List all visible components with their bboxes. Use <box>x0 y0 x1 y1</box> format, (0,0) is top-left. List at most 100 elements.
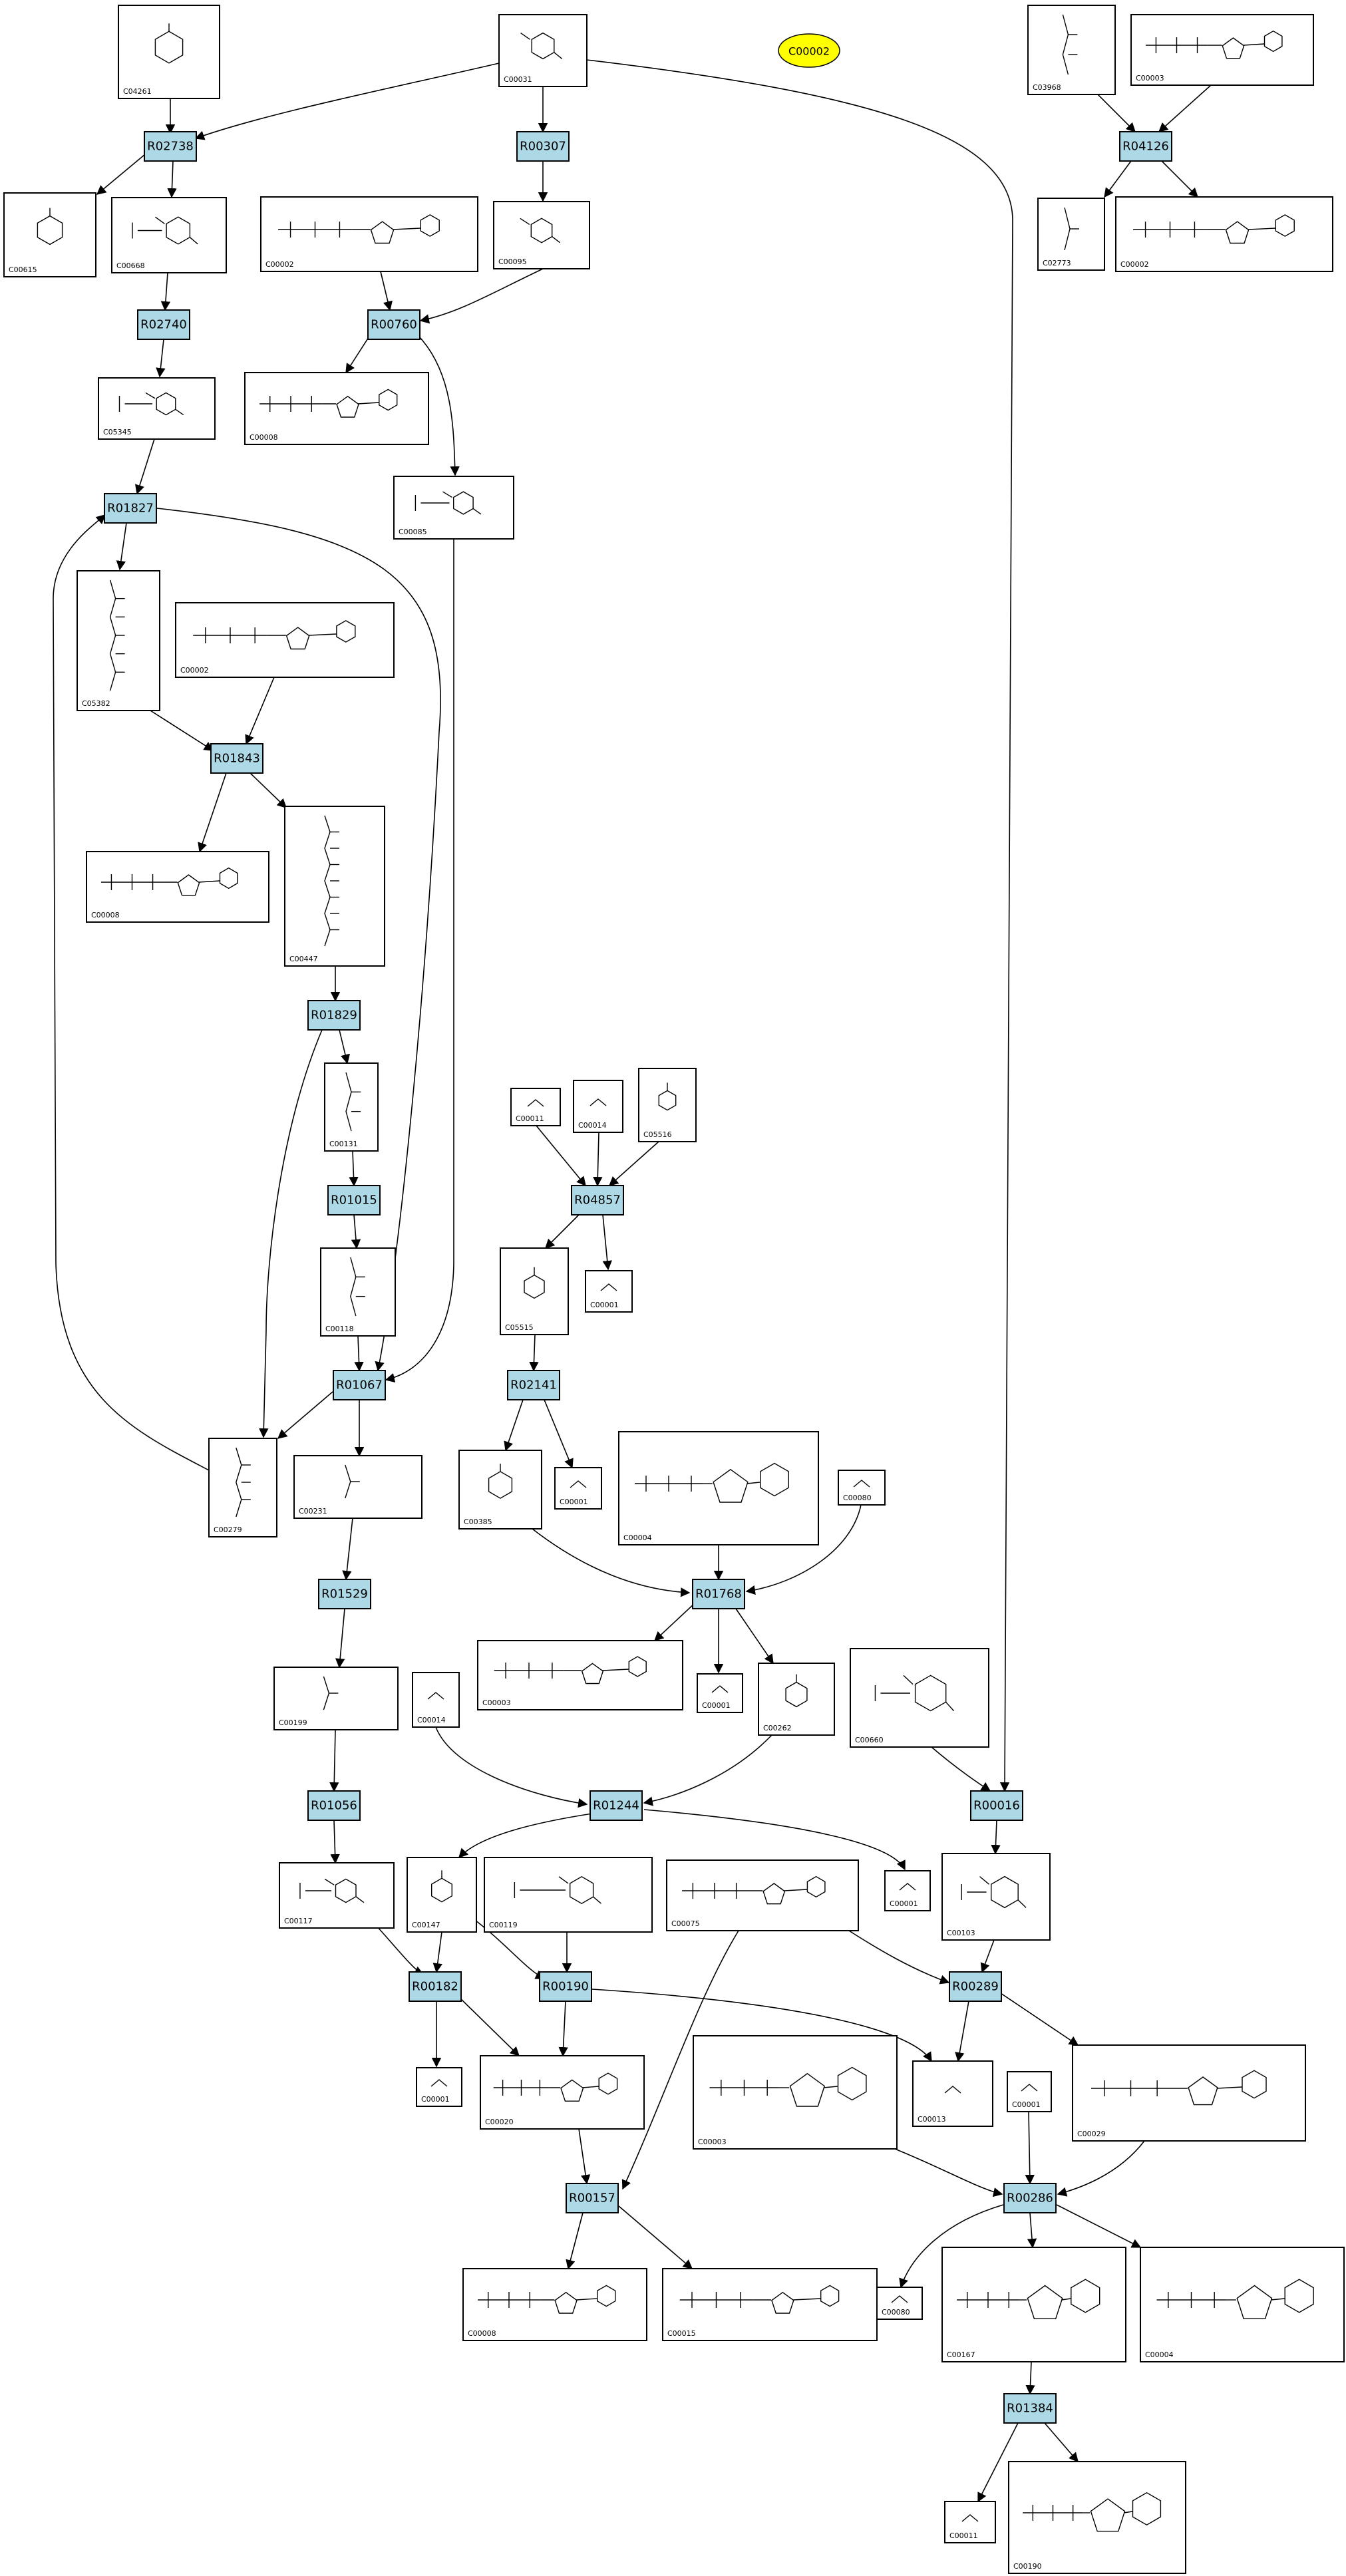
reaction-r01843[interactable]: R01843 <box>210 743 263 774</box>
compound-c00002[interactable]: C00002 <box>1115 196 1333 272</box>
compound-c00095[interactable]: C00095 <box>493 201 590 269</box>
compound-c00279[interactable]: C00279 <box>208 1438 277 1537</box>
reaction-r00016[interactable]: R00016 <box>970 1790 1023 1821</box>
compound-c00199[interactable]: C00199 <box>273 1667 399 1730</box>
compound-c00660[interactable]: C00660 <box>850 1648 989 1748</box>
reaction-r02740[interactable]: R02740 <box>137 309 190 340</box>
reaction-r01827[interactable]: R01827 <box>104 493 157 524</box>
compound-c00011[interactable]: C00011 <box>944 2501 996 2543</box>
compound-c05345[interactable]: C05345 <box>98 377 216 440</box>
reaction-r01768[interactable]: R01768 <box>692 1579 745 1609</box>
compound-c00003[interactable]: C00003 <box>693 2035 898 2150</box>
compound-c00004[interactable]: C00004 <box>618 1431 819 1545</box>
compound-c00119[interactable]: C00119 <box>484 1857 653 1933</box>
reaction-r00760[interactable]: R00760 <box>367 309 421 340</box>
compound-id: C00003 <box>482 1698 511 1707</box>
edge <box>621 1930 739 2190</box>
reaction-r01015[interactable]: R01015 <box>327 1185 381 1215</box>
reaction-r00190[interactable]: R00190 <box>539 1971 592 2002</box>
structure-drawing <box>679 2285 840 2314</box>
structure-drawing <box>109 579 125 691</box>
compound-c00001[interactable]: C00001 <box>1007 2071 1052 2112</box>
compound-c00103[interactable]: C00103 <box>941 1853 1051 1941</box>
compound-c00075[interactable]: C00075 <box>666 1859 859 1931</box>
compound-c00004[interactable]: C00004 <box>1140 2247 1345 2362</box>
reaction-r02141[interactable]: R02141 <box>507 1370 560 1400</box>
edges <box>53 59 1212 2503</box>
compound-c00029[interactable]: C00029 <box>1072 2044 1306 2142</box>
compound-c00003[interactable]: C00003 <box>1130 14 1314 86</box>
compound-c00085[interactable]: C00085 <box>393 476 514 540</box>
compound-c05516[interactable]: C05516 <box>638 1068 697 1142</box>
structure-drawing <box>514 1875 601 1905</box>
compound-c00190[interactable]: C00190 <box>1008 2461 1186 2574</box>
compound-c00117[interactable]: C00117 <box>279 1862 395 1929</box>
compound-c00262[interactable]: C00262 <box>758 1663 835 1736</box>
compound-c00080[interactable]: C00080 <box>838 1470 886 1506</box>
compound-c00001[interactable]: C00001 <box>585 1270 633 1313</box>
reaction-r01529[interactable]: R01529 <box>318 1579 371 1609</box>
reaction-r01067[interactable]: R01067 <box>333 1370 386 1400</box>
compound-c00008[interactable]: C00008 <box>86 851 269 923</box>
compound-c00001[interactable]: C00001 <box>884 1870 931 1911</box>
reaction-r01244[interactable]: R01244 <box>589 1790 643 1821</box>
compound-c00001[interactable]: C00001 <box>554 1467 602 1510</box>
compound-c00080[interactable]: C00080 <box>876 2287 923 2320</box>
compound-c00615[interactable]: C00615 <box>3 192 96 277</box>
compound-id: C00003 <box>1136 74 1164 82</box>
compound-id: C02773 <box>1043 259 1071 267</box>
reaction-r04126[interactable]: R04126 <box>1119 131 1172 162</box>
compound-c00001[interactable]: C00001 <box>697 1673 743 1713</box>
reaction-box <box>307 1000 361 1031</box>
compound-c00015[interactable]: C00015 <box>662 2268 878 2341</box>
compound-c02773[interactable]: C02773 <box>1037 198 1105 271</box>
compound-c00031[interactable]: C00031 <box>498 14 588 87</box>
compound-c00385[interactable]: C00385 <box>458 1450 542 1530</box>
compound-c00231[interactable]: C00231 <box>293 1455 422 1519</box>
reaction-r01829[interactable]: R01829 <box>307 1000 361 1031</box>
reaction-r00289[interactable]: R00289 <box>949 1971 1002 2002</box>
compound-c04261[interactable]: C04261 <box>118 5 220 99</box>
compound-c00014[interactable]: C00014 <box>412 1672 460 1728</box>
compound-c00447[interactable]: C00447 <box>284 806 385 967</box>
compound-c00167[interactable]: C00167 <box>941 2247 1126 2362</box>
edge <box>1025 2111 1035 2185</box>
reaction-r01384[interactable]: R01384 <box>1003 2393 1057 2424</box>
compound-c00013[interactable]: C00013 <box>912 2060 993 2127</box>
compound-c00008[interactable]: C00008 <box>244 372 429 445</box>
compound-c00001[interactable]: C00001 <box>416 2067 462 2107</box>
compound-c00131[interactable]: C00131 <box>324 1062 379 1152</box>
compound-c00008[interactable]: C00008 <box>462 2268 647 2341</box>
highlight-compound[interactable]: C00002 <box>778 33 840 68</box>
reaction-r00286[interactable]: R00286 <box>1003 2183 1057 2213</box>
compound-c00014[interactable]: C00014 <box>573 1080 623 1133</box>
compound-c03968[interactable]: C03968 <box>1027 5 1116 95</box>
reaction-r00307[interactable]: R00307 <box>516 131 570 162</box>
compound-id: C00199 <box>279 1718 307 1727</box>
edge <box>544 1399 574 1469</box>
compound-id: C00668 <box>116 261 145 270</box>
edge <box>259 1029 323 1438</box>
compound-c05515[interactable]: C05515 <box>500 1247 569 1335</box>
reaction-id: R00157 <box>569 2191 615 2205</box>
compound-c00020[interactable]: C00020 <box>480 2055 645 2130</box>
edge <box>586 59 1013 1792</box>
compound-c00011[interactable]: C00011 <box>510 1088 561 1126</box>
compound-box <box>477 1640 683 1710</box>
compound-c00118[interactable]: C00118 <box>320 1247 396 1337</box>
compound-c05382[interactable]: C05382 <box>77 570 160 711</box>
compound-c00002[interactable]: C00002 <box>260 196 478 272</box>
compound-c00668[interactable]: C00668 <box>111 197 227 273</box>
reaction-r04857[interactable]: R04857 <box>571 1185 624 1215</box>
compound-c00147[interactable]: C00147 <box>407 1857 477 1933</box>
compound-box <box>838 1470 886 1506</box>
compound-box <box>638 1068 697 1142</box>
compound-c00003[interactable]: C00003 <box>477 1640 683 1710</box>
compound-c00002[interactable]: C00002 <box>175 602 395 678</box>
reaction-r01056[interactable]: R01056 <box>307 1790 361 1821</box>
compound-id: C00001 <box>421 2095 450 2104</box>
reaction-r00157[interactable]: R00157 <box>566 2183 619 2213</box>
reaction-r02738[interactable]: R02738 <box>144 131 197 162</box>
reaction-r00182[interactable]: R00182 <box>409 1971 462 2002</box>
